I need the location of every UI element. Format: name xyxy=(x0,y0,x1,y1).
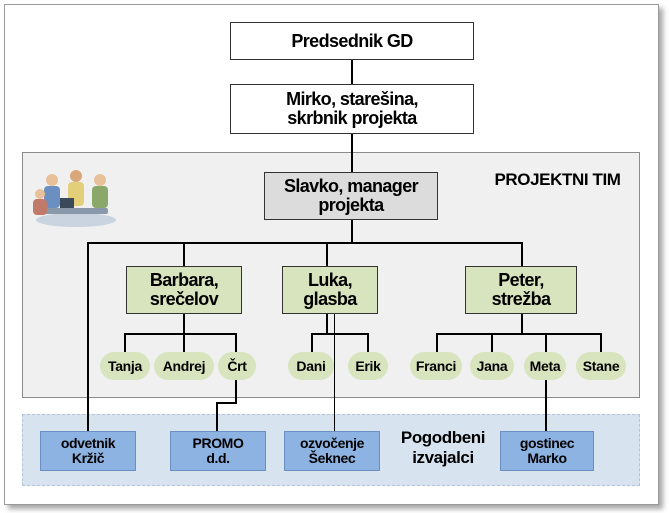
group-lead-box: Peter, strežba xyxy=(465,266,577,314)
connector-line xyxy=(183,242,185,266)
president-box: Predsednik GD xyxy=(230,22,474,60)
connector-line xyxy=(491,333,493,353)
connector-line xyxy=(311,333,369,335)
connector-line xyxy=(87,242,89,432)
connector-line xyxy=(326,314,328,334)
member-pill: Črt xyxy=(218,352,256,380)
project-team-label: PROJEKTNI TIM xyxy=(494,170,621,189)
manager-box: Slavko, manager projekta xyxy=(264,172,438,220)
connector-line xyxy=(436,333,438,353)
contractors-label: Pogodbeni izvajalci xyxy=(400,428,486,467)
president-label: Predsednik GD xyxy=(291,30,413,51)
connector-line xyxy=(216,402,237,404)
connector-line xyxy=(183,333,185,353)
contractor-box: PROMO d.d. xyxy=(170,431,266,471)
connector-line xyxy=(351,220,353,242)
member-pill: Jana xyxy=(470,352,514,380)
member-pill: Franci xyxy=(410,352,462,380)
sponsor-box: Mirko, starešina, skrbnik projekta xyxy=(230,84,474,134)
contractor-label: PROMO d.d. xyxy=(192,435,244,466)
contractor-box: ozvočenje Šeknec xyxy=(284,431,380,471)
group-lead-label: Peter, strežba xyxy=(491,270,551,309)
connector-line xyxy=(367,333,369,353)
member-pill: Stane xyxy=(576,352,626,380)
manager-label: Slavko, manager projekta xyxy=(283,176,419,215)
connector-line xyxy=(545,380,547,432)
connector-line xyxy=(521,242,523,266)
connector-line xyxy=(545,333,547,353)
contractor-label: gostinec Marko xyxy=(519,435,575,466)
connector-line xyxy=(351,60,353,84)
connector-line xyxy=(87,242,523,244)
connector-line xyxy=(124,333,126,353)
connector-line xyxy=(334,314,335,432)
member-pill: Erik xyxy=(348,352,388,380)
connector-line xyxy=(124,333,237,335)
connector-line xyxy=(600,333,602,353)
group-lead-label: Luka, glasba xyxy=(303,270,357,309)
contractor-box: gostinec Marko xyxy=(500,431,594,471)
member-pill: Dani xyxy=(288,352,334,380)
group-lead-label: Barbara, srečelov xyxy=(149,270,219,309)
contractor-box: odvetnik Kržič xyxy=(40,431,136,471)
connector-line xyxy=(311,333,313,353)
connector-line xyxy=(235,333,237,353)
contractor-label: ozvočenje Šeknec xyxy=(299,435,365,466)
connector-line xyxy=(183,314,185,334)
member-pill: Tanja xyxy=(100,352,150,380)
contractor-label: odvetnik Kržič xyxy=(60,435,116,466)
connector-line xyxy=(326,242,328,266)
connector-line xyxy=(436,333,602,335)
group-lead-box: Luka, glasba xyxy=(282,266,378,314)
people-meeting-icon xyxy=(33,170,116,227)
member-pill: Meta xyxy=(524,352,566,380)
member-pill: Andrej xyxy=(154,352,214,380)
connector-line xyxy=(216,402,218,431)
connector-line xyxy=(235,380,237,403)
sponsor-label: Mirko, starešina, skrbnik projekta xyxy=(286,89,418,128)
connector-line xyxy=(351,134,353,172)
group-lead-box: Barbara, srečelov xyxy=(126,266,242,314)
connector-line xyxy=(521,314,523,334)
